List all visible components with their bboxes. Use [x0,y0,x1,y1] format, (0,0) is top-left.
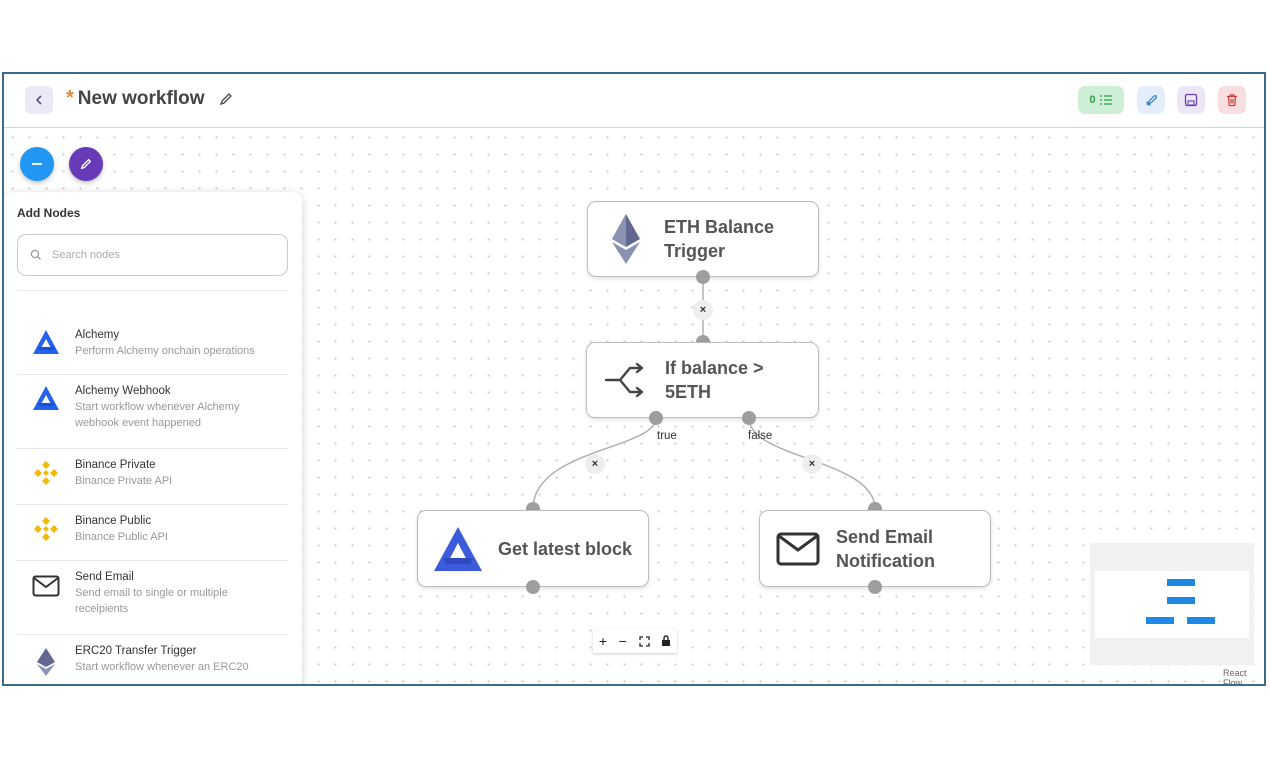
envelope-icon [17,561,75,597]
zoom-out-button[interactable]: − [618,633,627,649]
node-if-condition[interactable]: If balance > 5ETH [586,342,819,418]
minimap-viewport [1095,571,1249,638]
node-get-latest-block[interactable]: Get latest block [417,510,649,587]
node-description: Send email to single or multiple receipi… [75,587,228,615]
panel-title: Add Nodes [17,206,81,220]
back-button[interactable] [25,86,53,114]
search-icon [30,249,41,260]
canvas-controls: + − [593,629,677,653]
save-icon [1184,93,1198,107]
node-name: Alchemy [75,329,120,341]
collapse-nodes-button[interactable] [20,147,54,181]
alchemy-icon [17,375,75,415]
unsaved-marker: * [66,87,74,109]
add-nodes-panel: Add Nodes Alchemy Perform Alchemy onchai… [4,192,302,684]
edit-workflow-button[interactable] [69,147,103,181]
divider [17,290,288,291]
edge-delete-button[interactable]: × [693,300,713,320]
minus-icon [32,163,42,165]
envelope-icon [760,532,836,566]
node-description: Binance Private API [75,475,173,487]
save-button[interactable] [1177,86,1205,114]
edge-delete-button[interactable]: × [585,454,605,474]
minimap-node [1146,617,1174,624]
node-eth-balance-trigger[interactable]: ETH Balance Trigger [587,201,819,277]
chevron-left-icon [35,95,42,105]
node-description: Binance Public API [75,531,168,543]
fit-view-button[interactable] [638,635,650,647]
minimap[interactable] [1090,543,1254,665]
binance-icon [17,505,75,545]
node-description: Perform Alchemy onchain operations [75,345,255,357]
list-item-alchemy-webhook[interactable]: Alchemy Webhook Start workflow whenever … [17,375,288,449]
zoom-in-button[interactable]: + [598,633,608,649]
executions-count: 0 [1089,94,1096,106]
node-name: Alchemy Webhook [75,385,171,397]
minimap-node [1167,579,1195,586]
search-input[interactable] [52,249,252,261]
react-flow-attribution[interactable]: React Flow [1223,668,1247,686]
trigger-output-handle[interactable] [696,270,710,284]
list-item-binance-private[interactable]: Binance Private Binance Private API [17,449,288,505]
node-list: Alchemy Perform Alchemy onchain operatio… [17,319,288,684]
edge-true [532,417,657,510]
delete-button[interactable] [1218,86,1246,114]
list-item-binance-public[interactable]: Binance Public Binance Public API [17,505,288,561]
alchemy-icon [418,526,498,572]
branch-icon [587,362,665,398]
flow-canvas[interactable]: Add Nodes Alchemy Perform Alchemy onchai… [4,129,1264,686]
list-icon [1099,95,1112,105]
lock-icon [662,635,671,646]
pencil-icon [80,158,92,170]
node-name: ERC20 Transfer Trigger [75,645,197,657]
node-description: Start workflow whenever an ERC20 [75,661,249,673]
pencil-icon [220,92,233,105]
lock-button[interactable] [661,635,671,647]
ethereum-icon [588,213,664,265]
list-item-send-email[interactable]: Send Email Send email to single or multi… [17,561,288,635]
node-name: Binance Private [75,459,156,471]
node-description: Start workflow whenever Alchemy webhook … [75,401,240,429]
deploy-button[interactable] [1137,86,1165,114]
search-box [17,234,288,276]
condition-true-handle[interactable] [649,411,663,425]
email-output-handle[interactable] [868,580,882,594]
minimap-node [1187,617,1215,624]
node-label: ETH Balance Trigger [664,217,775,261]
fit-view-icon [638,635,650,647]
node-send-email[interactable]: Send Email Notification [759,510,991,587]
workflow-header: * New workflow 0 [4,74,1264,128]
trash-icon [1227,94,1237,107]
ethereum-icon [17,635,75,677]
block-output-handle[interactable] [526,580,540,594]
node-name: Send Email [75,571,134,583]
rocket-icon [1145,94,1157,106]
edge-label-true: true [657,430,677,442]
workflow-title: New workflow [77,87,205,109]
edge-label-false: false [748,430,773,442]
edge-delete-button[interactable]: × [802,454,822,474]
executions-button[interactable]: 0 [1078,86,1124,114]
node-name: Binance Public [75,515,152,527]
edit-title-button[interactable] [218,91,234,107]
condition-false-handle[interactable] [742,411,756,425]
node-label: If balance > 5ETH [665,358,764,402]
alchemy-icon [17,319,75,359]
workflow-title-area: * New workflow [66,87,234,110]
node-label: Send Email Notification [836,526,935,571]
node-label: Get latest block [498,538,633,559]
minimap-node [1167,597,1195,604]
list-item-alchemy[interactable]: Alchemy Perform Alchemy onchain operatio… [17,319,288,375]
list-item-erc20-transfer-trigger[interactable]: ERC20 Transfer Trigger Start workflow wh… [17,635,288,684]
app-window: * New workflow 0 [2,72,1266,686]
binance-icon [17,449,75,489]
